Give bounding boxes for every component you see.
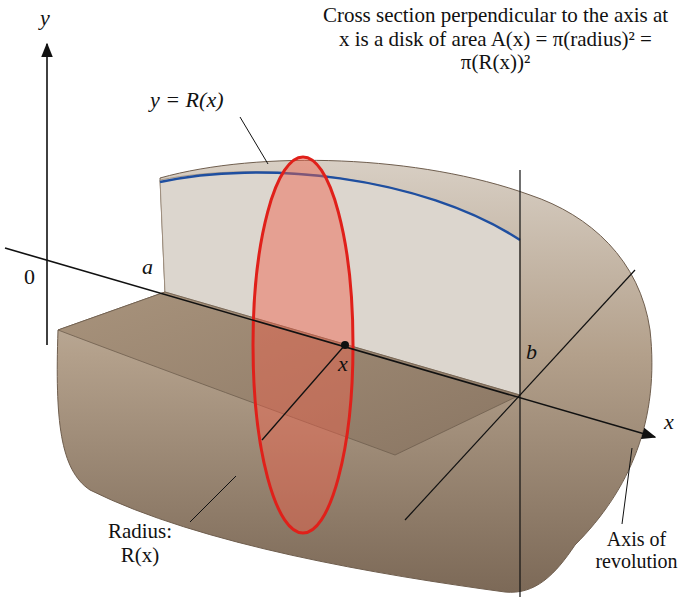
leader-line (190, 476, 236, 522)
radius-label: Radius: R(x) (92, 520, 188, 567)
radius-line (262, 345, 345, 440)
plane-line (405, 270, 635, 520)
origin-label: 0 (24, 265, 35, 290)
leader-line (622, 448, 632, 524)
x-axis (5, 248, 655, 437)
curve-label: y = R(x) (150, 88, 223, 113)
solid-body (57, 160, 652, 592)
annotation-text: Cross section perpendicular to the axis … (318, 4, 673, 75)
point-label: x (338, 352, 348, 377)
bound-label: b (526, 340, 537, 365)
axis-label: y (40, 6, 50, 31)
leader-line (240, 117, 268, 164)
y-axis (46, 44, 48, 345)
plane-line (519, 170, 520, 597)
point-x (341, 341, 349, 349)
bound-label: a (142, 255, 153, 280)
axis-caption: Axis of revolution (589, 528, 684, 573)
axis-label: x (664, 410, 674, 435)
